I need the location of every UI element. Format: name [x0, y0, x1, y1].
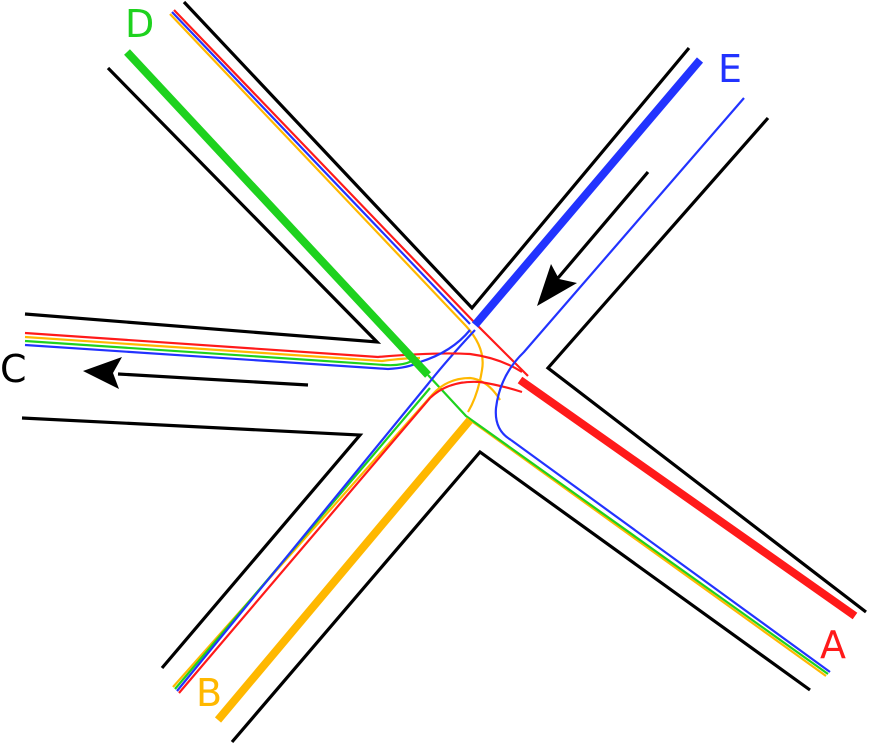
road-edge-left-top [24, 66, 382, 344]
route-d-orange [169, 13, 484, 413]
route-c-red [24, 331, 523, 373]
route-e-blue [494, 97, 745, 441]
road-edge-left-bottom [21, 416, 364, 670]
arrow-down-left-icon [537, 264, 577, 306]
route-b-orange [172, 376, 501, 688]
route-c-green [24, 339, 413, 367]
label-c: C [0, 347, 27, 391]
route-a-blue [510, 439, 831, 673]
route-b-blue [176, 329, 476, 692]
routes-from-d [169, 9, 529, 413]
lane-divider-e [556, 170, 650, 280]
routes-to-b [172, 329, 523, 694]
road-edges [21, 0, 867, 744]
source-line-e [471, 57, 704, 328]
route-a-orange [469, 419, 827, 677]
lane-divider-c [117, 372, 309, 387]
label-b: B [196, 671, 222, 715]
route-d-blue [171, 11, 471, 325]
route-a-green [427, 374, 829, 675]
source-line-b [214, 417, 474, 723]
label-e: E [718, 47, 742, 91]
routes-to-a [427, 374, 831, 677]
route-b-red [178, 380, 523, 694]
road-edge-top [182, 0, 691, 311]
source-line-a [517, 376, 858, 620]
label-a: A [820, 623, 846, 667]
arrow-left-icon [83, 357, 122, 389]
road-edge-right [545, 116, 867, 614]
source-line-d [124, 49, 431, 378]
road-edge-bottom [230, 449, 811, 744]
label-d: D [125, 2, 154, 46]
